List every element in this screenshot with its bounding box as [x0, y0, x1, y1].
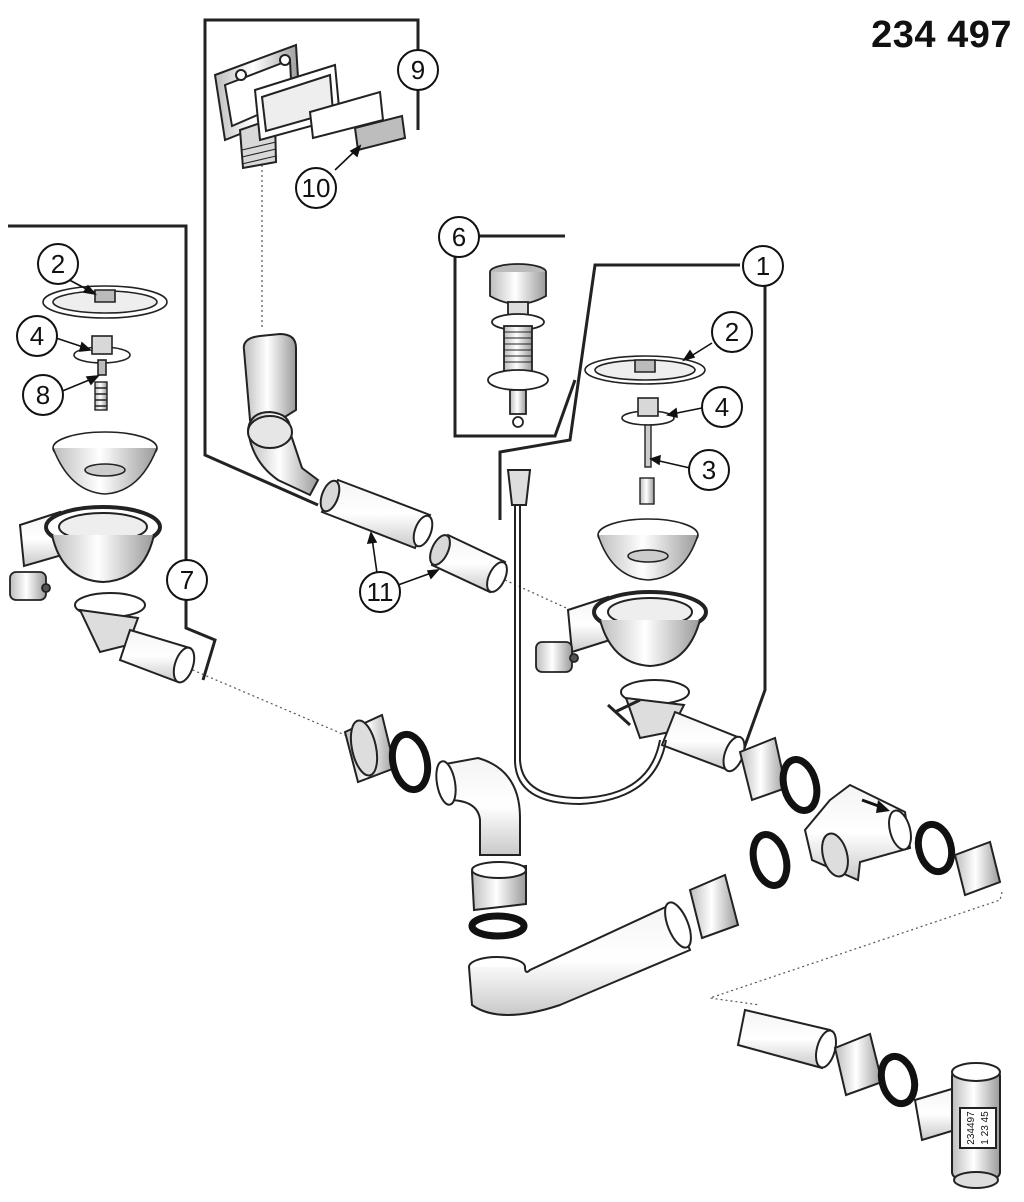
callout-11: 11 — [359, 571, 401, 613]
callout-1: 1 — [742, 245, 784, 287]
leader-lines — [55, 144, 713, 586]
seal-ring-bottom — [877, 1052, 919, 1108]
svg-text:11: 11 — [367, 577, 394, 607]
union-nut-tee — [953, 840, 1002, 897]
tee-label-line-1: 234497 — [966, 1111, 977, 1145]
union-nut-left — [343, 713, 397, 784]
svg-text:1: 1 — [756, 251, 770, 281]
right-strainer-plate-part-2 — [584, 355, 706, 385]
overflow-pipe — [242, 332, 320, 497]
seal-ring-left — [388, 730, 432, 794]
svg-text:9: 9 — [411, 55, 425, 85]
callout-9: 9 — [397, 49, 439, 91]
callout-2-right: 2 — [711, 311, 753, 353]
flow-direction-arrow — [861, 798, 890, 813]
seal-ring-right — [779, 756, 821, 814]
bowden-cable — [506, 469, 667, 806]
trap-seal-ring — [468, 912, 528, 940]
tee-label-line-2: 1 23 45 — [980, 1111, 991, 1145]
right-strainer-basket — [597, 518, 699, 581]
svg-text:6: 6 — [452, 222, 466, 252]
callout-7: 7 — [166, 559, 208, 601]
right-sink-outlet — [566, 590, 708, 668]
right-drain-cap — [535, 641, 579, 673]
svg-text:10: 10 — [302, 173, 331, 203]
bottom-tee-fitting — [913, 1062, 1001, 1189]
left-outlet-elbow-part-7 — [74, 592, 196, 684]
left-strainer-basket — [52, 431, 158, 495]
left-sink-outlet — [18, 505, 162, 584]
extension-pipe-bottom — [736, 1008, 837, 1070]
seal-ring-mid — [749, 831, 791, 889]
seal-ring-tee — [914, 820, 956, 876]
callout-10: 10 — [295, 167, 337, 209]
svg-text:3: 3 — [702, 455, 716, 485]
union-nut-mid — [688, 873, 740, 940]
left-drain-cap — [9, 571, 51, 601]
group-frame-operating-knob — [453, 234, 577, 438]
svg-text:4: 4 — [715, 392, 729, 422]
svg-text:2: 2 — [51, 249, 65, 279]
trap-bottom-pipe — [468, 901, 692, 1016]
trap-nut-upper — [470, 861, 527, 912]
left-screw-part-8 — [94, 381, 108, 411]
union-nut-right — [738, 736, 788, 802]
right-outlet-elbow — [606, 679, 746, 773]
svg-text:8: 8 — [36, 380, 50, 410]
svg-text:7: 7 — [180, 565, 194, 595]
union-nut-bottom — [833, 1032, 884, 1097]
svg-text:2: 2 — [725, 317, 739, 347]
left-strainer-plate-part-2 — [42, 285, 168, 319]
part-number: 234 497 — [871, 14, 1012, 56]
overflow-head-part-9 — [213, 43, 407, 170]
svg-text:4: 4 — [30, 321, 44, 351]
callout-4-right: 4 — [701, 386, 743, 428]
operating-knob-part-6 — [487, 263, 549, 428]
elbow-pipe-left — [435, 756, 521, 856]
callout-4-left: 4 — [16, 315, 58, 357]
group-frame-left-basket — [8, 224, 217, 681]
callout-3: 3 — [688, 449, 730, 491]
left-valve-plug-part-4 — [73, 335, 131, 376]
connector-sleeves-part-11 — [319, 478, 508, 594]
bottom-tee-label: 234497 1 23 45 — [966, 1111, 991, 1145]
group-frame-right-basket — [498, 263, 767, 766]
callout-2-left: 2 — [37, 243, 79, 285]
right-screw — [639, 477, 655, 505]
tee-fitting — [803, 783, 912, 882]
callout-6: 6 — [438, 216, 480, 258]
right-valve-stem-part-3 — [644, 424, 652, 468]
assembly-guide-lines — [187, 109, 1003, 1006]
right-valve-plug-part-4 — [621, 397, 675, 426]
callout-8: 8 — [22, 374, 64, 416]
